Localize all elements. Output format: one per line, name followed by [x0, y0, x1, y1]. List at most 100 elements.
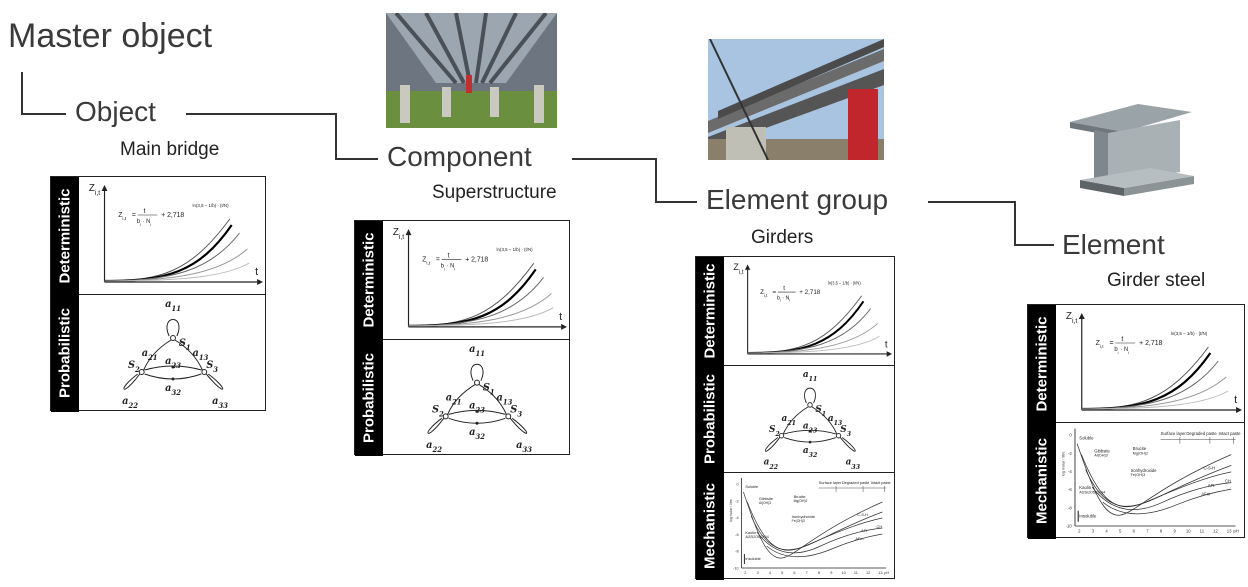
- connector-object-component: [186, 113, 378, 160]
- mech-y-tick: -4: [735, 515, 739, 520]
- label-s2: S2: [128, 360, 140, 374]
- brucite-label: Brucite: [794, 494, 806, 499]
- label-s2: S2: [432, 404, 444, 418]
- object-subtitle: Main bridge: [120, 139, 220, 160]
- mech-x-tick: 13: [1227, 528, 1232, 533]
- mechanistic-label: Mechanistic: [1033, 437, 1051, 524]
- label-s3: S3: [840, 425, 851, 438]
- intact-paste-label: Intact paste: [1218, 431, 1241, 436]
- mech-y-tick: -10: [1066, 524, 1073, 529]
- label-s1: S1: [815, 405, 826, 418]
- degradation-curve: [408, 293, 552, 327]
- loop-a22: [427, 417, 445, 434]
- probabilistic-label-bar: Probabilistic: [696, 365, 724, 472]
- mech-y-label: log molar / litre: [1061, 451, 1065, 476]
- gibbsite-formula: Al(OH)3: [1094, 454, 1107, 458]
- state-node-1: [170, 335, 176, 341]
- degradation-curve: [1081, 390, 1229, 410]
- y-arrow: [405, 229, 412, 236]
- label-a13: a13: [828, 414, 843, 427]
- steel-beam-photo: [1068, 92, 1194, 202]
- probabilistic-label: Probabilistic: [56, 307, 74, 399]
- x-arrow: [1236, 407, 1242, 413]
- mech-x-tick: 3: [757, 570, 760, 575]
- formula-equals: =: [773, 289, 777, 296]
- intact-paste-label: Intact paste: [871, 480, 891, 485]
- label-a13: a13: [193, 348, 209, 362]
- degradation-curve: [104, 262, 250, 282]
- soluble-label: Soluble: [1079, 435, 1094, 440]
- label-a22: a22: [764, 458, 779, 471]
- mech-x-tick: 11: [1200, 528, 1205, 533]
- connector-component-group: [572, 158, 697, 203]
- afm-label: AFm: [855, 536, 864, 541]
- degradation-curve: [747, 323, 879, 354]
- formula-denominator: bi · Ni: [441, 263, 456, 271]
- formula-plus: + 2,718: [161, 212, 184, 219]
- object-title: Object: [75, 96, 156, 127]
- label-s3: S3: [510, 404, 522, 418]
- deterministic-label-bar: Deterministic: [1028, 305, 1056, 422]
- girders-construction-photo: [708, 39, 884, 160]
- deterministic-label-bar: Deterministic: [51, 177, 79, 294]
- formula-exponent: ln(3,5 − 1/b) · (t/N): [828, 281, 861, 286]
- x-arrow: [886, 351, 892, 357]
- aft-label: AFt: [861, 528, 868, 533]
- mech-x-label: pH: [1233, 528, 1238, 533]
- loop-a33: [509, 417, 528, 434]
- formula-denominator: bi · Ni: [777, 295, 790, 302]
- x-axis-label: t: [559, 311, 562, 323]
- y-axis-label: Zi,t: [733, 262, 744, 276]
- edge-marker: [171, 377, 175, 381]
- label-a23: a23: [469, 400, 485, 414]
- solubility-curve: [766, 533, 883, 558]
- mech-x-tick: 12: [866, 570, 870, 575]
- formula-plus: + 2,718: [465, 256, 488, 263]
- deterministic-label: Deterministic: [56, 187, 74, 284]
- mech-x-tick: 5: [781, 570, 784, 575]
- mech-x-tick: 9: [1173, 528, 1176, 533]
- label-s1: S1: [179, 338, 191, 352]
- formula-exponent: ln(3,5 − 1/b) · (t/N): [193, 203, 229, 208]
- mech-y-tick: -2: [1068, 451, 1072, 456]
- degraded-paste-label: Degraded paste: [842, 480, 869, 485]
- solubility-curve: [1091, 482, 1232, 510]
- label-a21: a21: [446, 392, 462, 406]
- state-node-3: [201, 369, 208, 375]
- mech-x-tick: 9: [830, 570, 832, 575]
- ch-label: CH: [877, 524, 883, 529]
- formula-denominator: bi · Ni: [1114, 347, 1129, 355]
- solubility-curve: [1076, 443, 1232, 516]
- degraded-paste-label: Degraded paste: [1186, 431, 1217, 436]
- x-axis-label: t: [1234, 394, 1237, 406]
- csh-label: C-S-H: [857, 512, 868, 517]
- loop-a22: [123, 373, 141, 390]
- degradation-curve: [747, 335, 880, 354]
- kaolin-formula: Al2Si2O5(OH)4: [1079, 490, 1105, 494]
- solubility-curve: [750, 515, 883, 551]
- insoluble-label: Insoluble: [1079, 513, 1097, 518]
- probabilistic-label: Probabilistic: [701, 373, 719, 464]
- y-axis-label: Zi,t: [393, 227, 404, 241]
- kaolin-label: Kaolin: [745, 530, 756, 535]
- gibbsite-formula: Al(OH)3: [759, 501, 771, 505]
- x-axis-label: t: [885, 339, 888, 350]
- formula-lhs: Zi,t: [118, 212, 127, 222]
- mech-y-tick: -4: [1068, 469, 1072, 474]
- kaolin-formula: Al2Si2O5(OH)4: [745, 535, 768, 539]
- loop-a33: [205, 373, 224, 390]
- iron-formula: Fe(OH)3: [1131, 473, 1146, 477]
- loop-a11: [470, 363, 484, 381]
- solubility-curve: [1085, 469, 1232, 507]
- state-node-3: [835, 433, 842, 439]
- edge-a21: [447, 384, 476, 415]
- label-a22: a22: [426, 440, 442, 454]
